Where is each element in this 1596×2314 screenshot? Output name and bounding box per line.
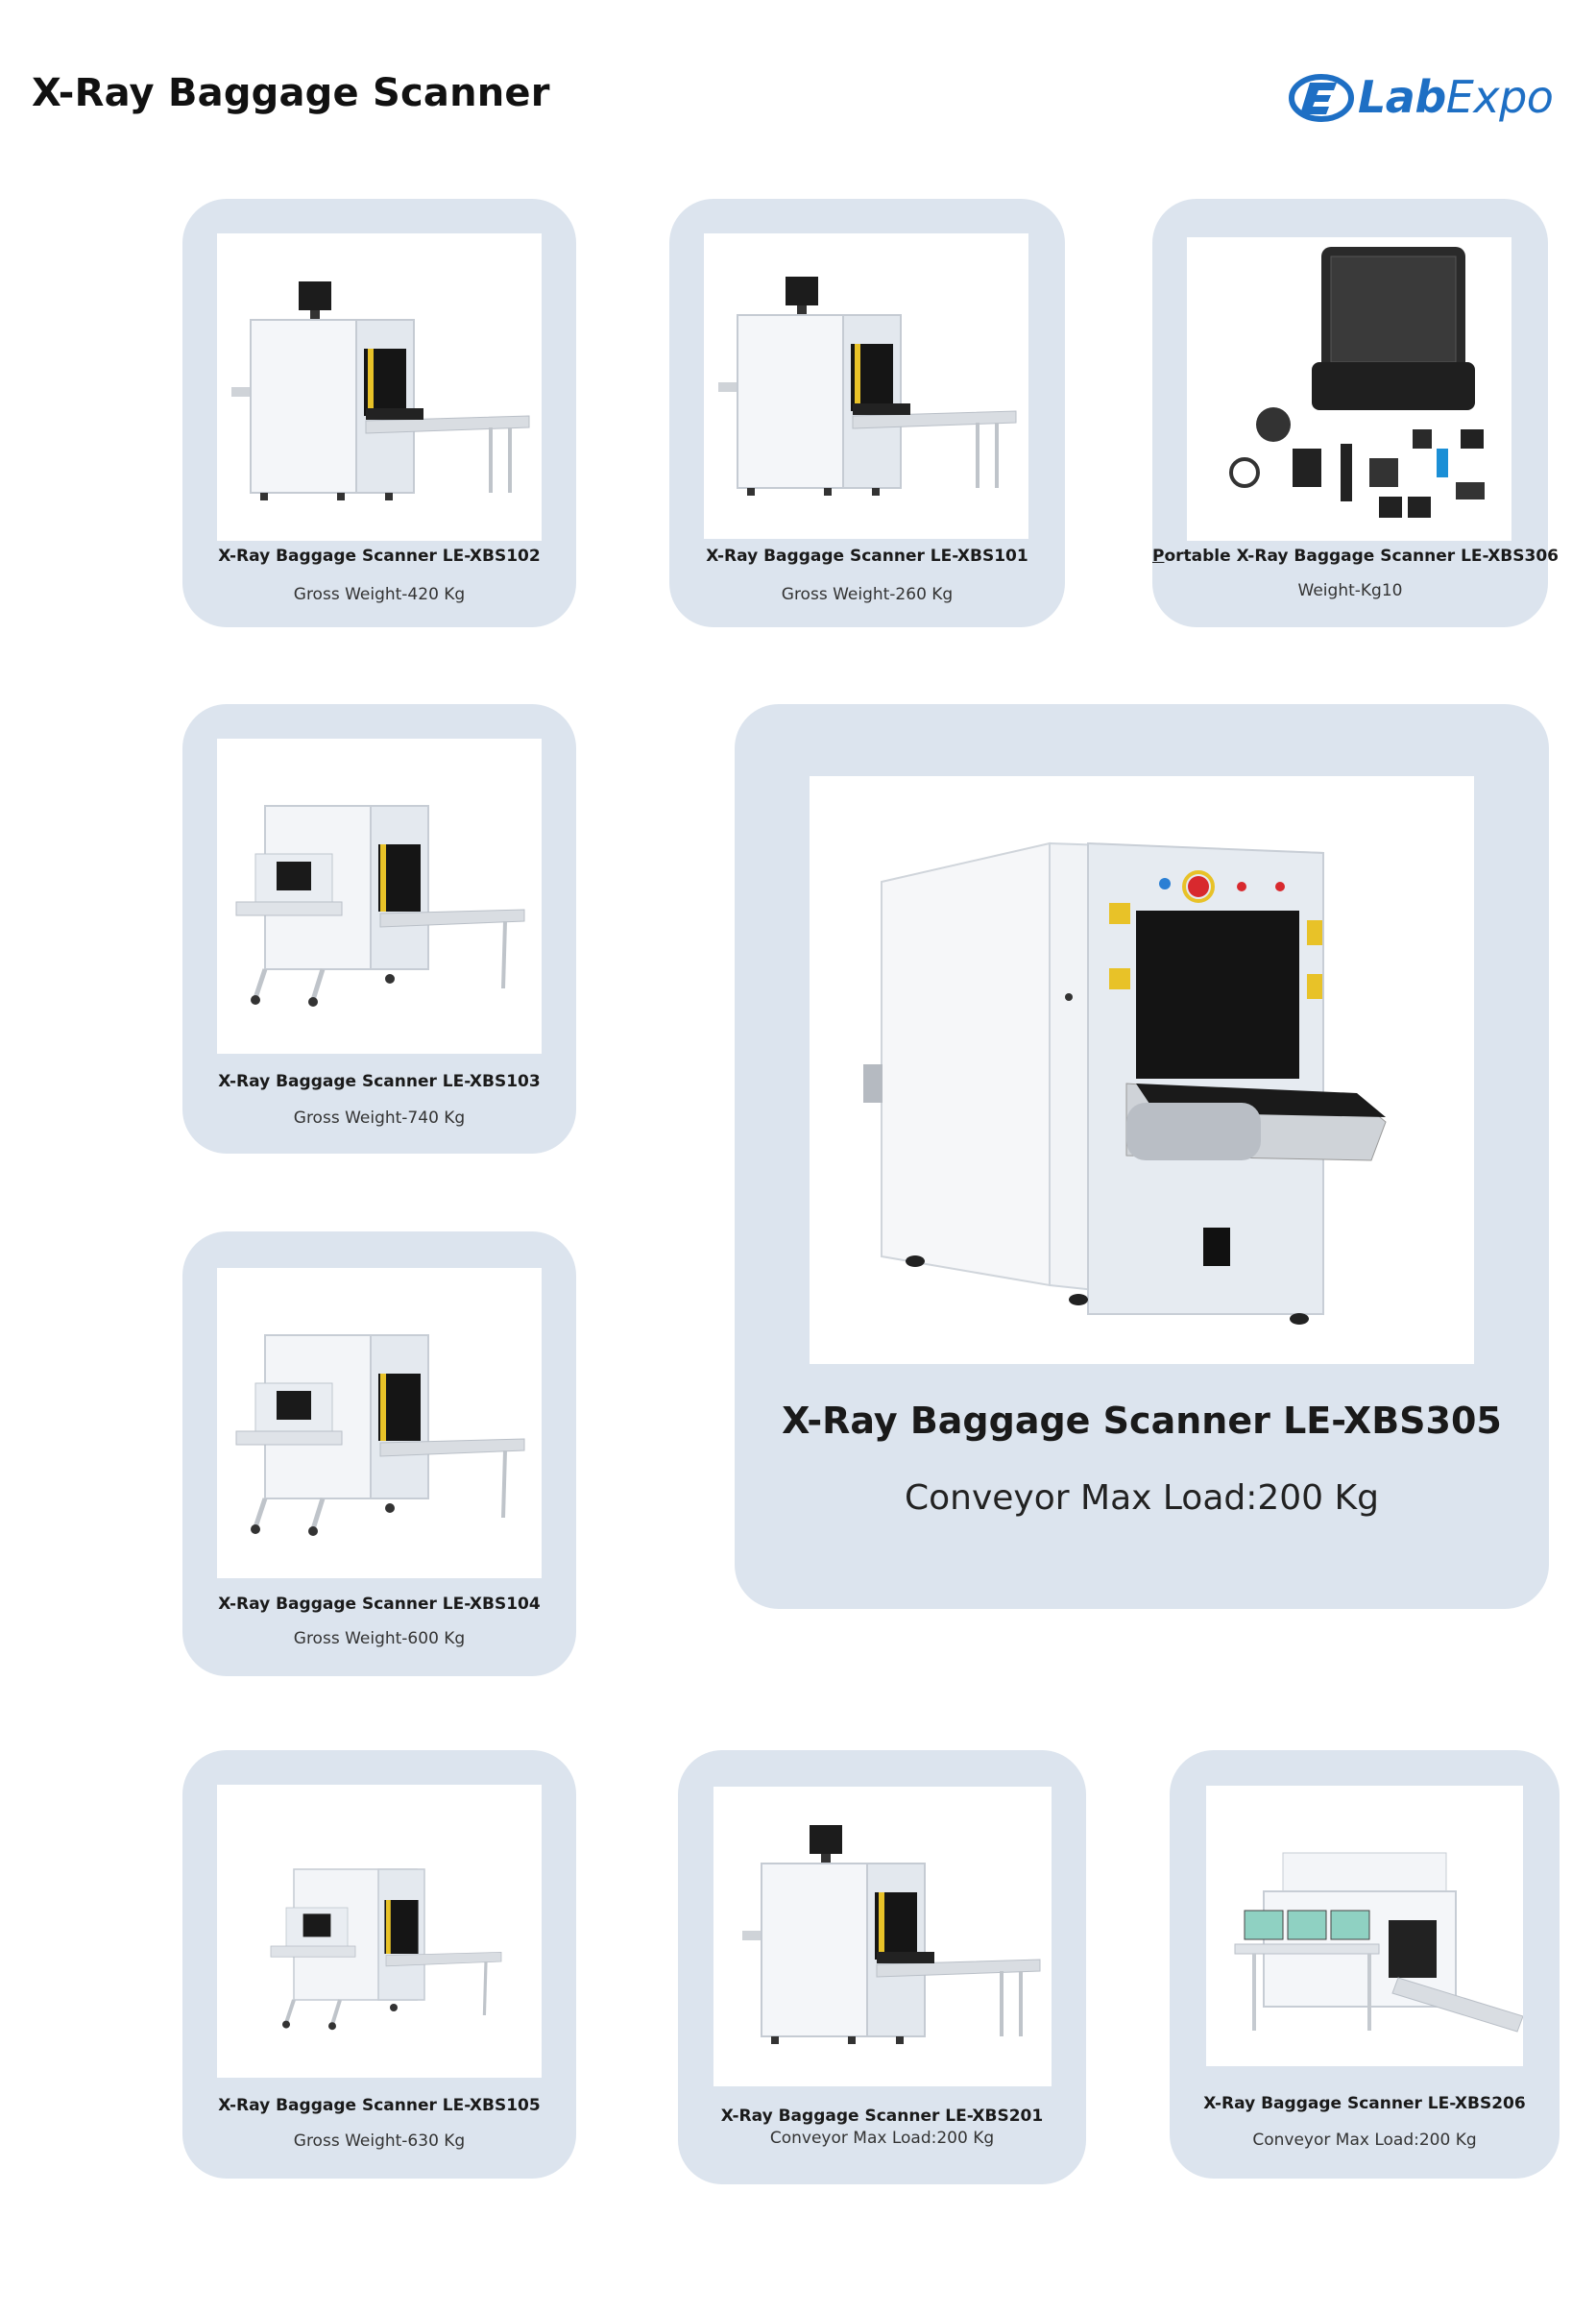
featured-product-card[interactable]: X-Ray Baggage Scanner LE-XBS305 Conveyor… xyxy=(735,704,1549,1609)
product-card[interactable]: X-Ray Baggage Scanner LE-XBS206 Conveyor… xyxy=(1170,1750,1560,2179)
product-spec: Gross Weight-740 Kg xyxy=(293,1108,466,1128)
product-spec: Gross Weight-260 Kg xyxy=(781,585,954,604)
product-card[interactable]: X-Ray Baggage Scanner LE-XBS103 Gross We… xyxy=(182,704,576,1154)
product-name: X-Ray Baggage Scanner LE-XBS103 xyxy=(218,1072,541,1091)
product-name: X-Ray Baggage Scanner LE-XBS201 xyxy=(720,2107,1044,2126)
product-image xyxy=(217,233,542,541)
product-image xyxy=(713,1787,1052,2086)
product-name: X-Ray Baggage Scanner LE-XBS105 xyxy=(218,2096,541,2115)
product-name: X-Ray Baggage Scanner LE-XBS206 xyxy=(1203,2094,1526,2113)
page-title: X-Ray Baggage Scanner xyxy=(32,71,550,115)
xray-scanner-console-image xyxy=(217,1785,542,2078)
product-spec: Weight-Kg10 xyxy=(1297,581,1403,600)
xray-scanner-console-image xyxy=(217,1268,542,1578)
product-name: X-Ray Baggage Scanner LE-XBS305 xyxy=(782,1400,1502,1442)
labexpo-logo[interactable]: LabExpo xyxy=(1289,67,1567,129)
xray-scanner-dual-image xyxy=(1233,1851,1523,2034)
product-spec: Gross Weight-600 Kg xyxy=(293,1629,466,1648)
product-image xyxy=(1206,1786,1523,2066)
product-image xyxy=(704,233,1028,539)
product-spec: Conveyor Max Load:200 Kg xyxy=(1252,2131,1477,2150)
product-image xyxy=(217,1785,542,2078)
labexpo-logo-icon xyxy=(1289,74,1354,122)
product-spec: Conveyor Max Load:200 Kg xyxy=(905,1478,1379,1518)
xray-scanner-monitor-image xyxy=(230,280,531,502)
product-card[interactable]: X-Ray Baggage Scanner LE-XBS201 Conveyor… xyxy=(678,1750,1086,2184)
portable-scanner-case-image xyxy=(1229,247,1485,518)
product-image xyxy=(1187,237,1511,541)
product-card[interactable]: X-Ray Baggage Scanner LE-XBS102 Gross We… xyxy=(182,199,576,627)
xray-scanner-monitor-image xyxy=(716,275,1018,498)
xray-scanner-monitor-image xyxy=(740,1823,1042,2046)
product-card[interactable]: X-Ray Baggage Scanner LE-XBS101 Gross We… xyxy=(669,199,1065,627)
product-image xyxy=(217,1268,542,1578)
product-spec: Gross Weight-420 Kg xyxy=(293,585,466,604)
xray-scanner-large-image xyxy=(863,841,1387,1325)
product-card[interactable]: X-Ray Baggage Scanner LE-XBS105 Gross We… xyxy=(182,1750,576,2179)
logo-text: LabExpo xyxy=(1358,71,1554,123)
product-card[interactable]: Portable X-Ray Baggage Scanner LE-XBS306… xyxy=(1152,199,1559,627)
product-name: X-Ray Baggage Scanner LE-XBS102 xyxy=(218,547,541,566)
product-name: X-Ray Baggage Scanner LE-XBS101 xyxy=(706,547,1028,566)
product-spec: Gross Weight-630 Kg xyxy=(293,2131,466,2151)
product-image xyxy=(217,739,542,1054)
product-image xyxy=(810,776,1474,1364)
xray-scanner-console-image xyxy=(217,739,542,1054)
product-name: Portable X-Ray Baggage Scanner LE-XBS306 xyxy=(1152,547,1559,566)
product-spec: Conveyor Max Load:200 Kg xyxy=(769,2129,995,2148)
product-name: X-Ray Baggage Scanner LE-XBS104 xyxy=(218,1595,541,1614)
product-card[interactable]: X-Ray Baggage Scanner LE-XBS104 Gross We… xyxy=(182,1231,576,1676)
